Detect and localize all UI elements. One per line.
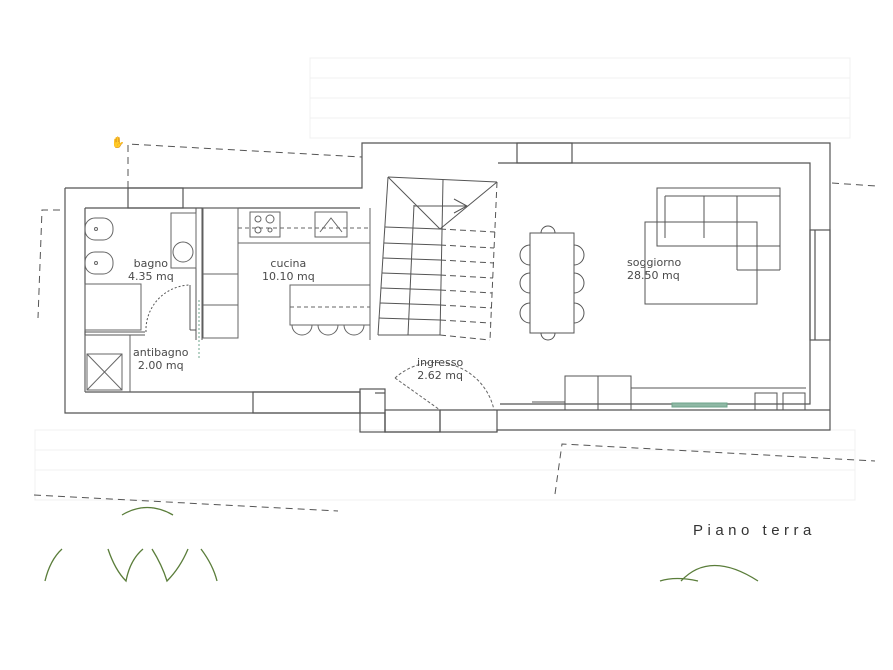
room-area: 4.35 mq — [128, 270, 174, 283]
fireplace — [671, 402, 728, 408]
room-area: 10.10 mq — [262, 270, 315, 283]
room-area: 2.00 mq — [137, 359, 184, 372]
bathroom-walls — [85, 208, 203, 340]
room-label-soggiorno: soggiorno 28.50 mq — [627, 256, 681, 282]
room-label-bagno: bagno 4.35 mq — [128, 257, 174, 283]
staircase — [377, 176, 498, 341]
room-label-cucina: cucina 10.10 mq — [262, 257, 315, 283]
room-area: 2.62 mq — [417, 369, 463, 382]
background-brick-texture — [34, 57, 856, 501]
living-room-furniture — [519, 187, 806, 411]
room-name: cucina — [270, 257, 307, 270]
exterior-walls — [64, 142, 831, 433]
site-boundary-dashed — [33, 143, 877, 512]
vegetation-arcs — [44, 506, 759, 583]
room-area: 28.50 mq — [627, 269, 680, 282]
room-name: soggiorno — [627, 256, 682, 269]
floor-title: Piano terra — [693, 522, 816, 539]
room-label-ingresso: ingresso 2.62 mq — [417, 356, 463, 382]
room-name: bagno — [133, 257, 169, 270]
room-name: antibagno — [133, 346, 189, 359]
kitchen-fixtures — [198, 207, 371, 360]
hand-cursor-icon: ✋ — [111, 136, 125, 149]
room-name: ingresso — [417, 356, 464, 369]
entrance-door-swing — [394, 361, 495, 411]
bathroom-fixtures — [84, 212, 197, 392]
room-label-antibagno: antibagno 2.00 mq — [133, 346, 189, 372]
